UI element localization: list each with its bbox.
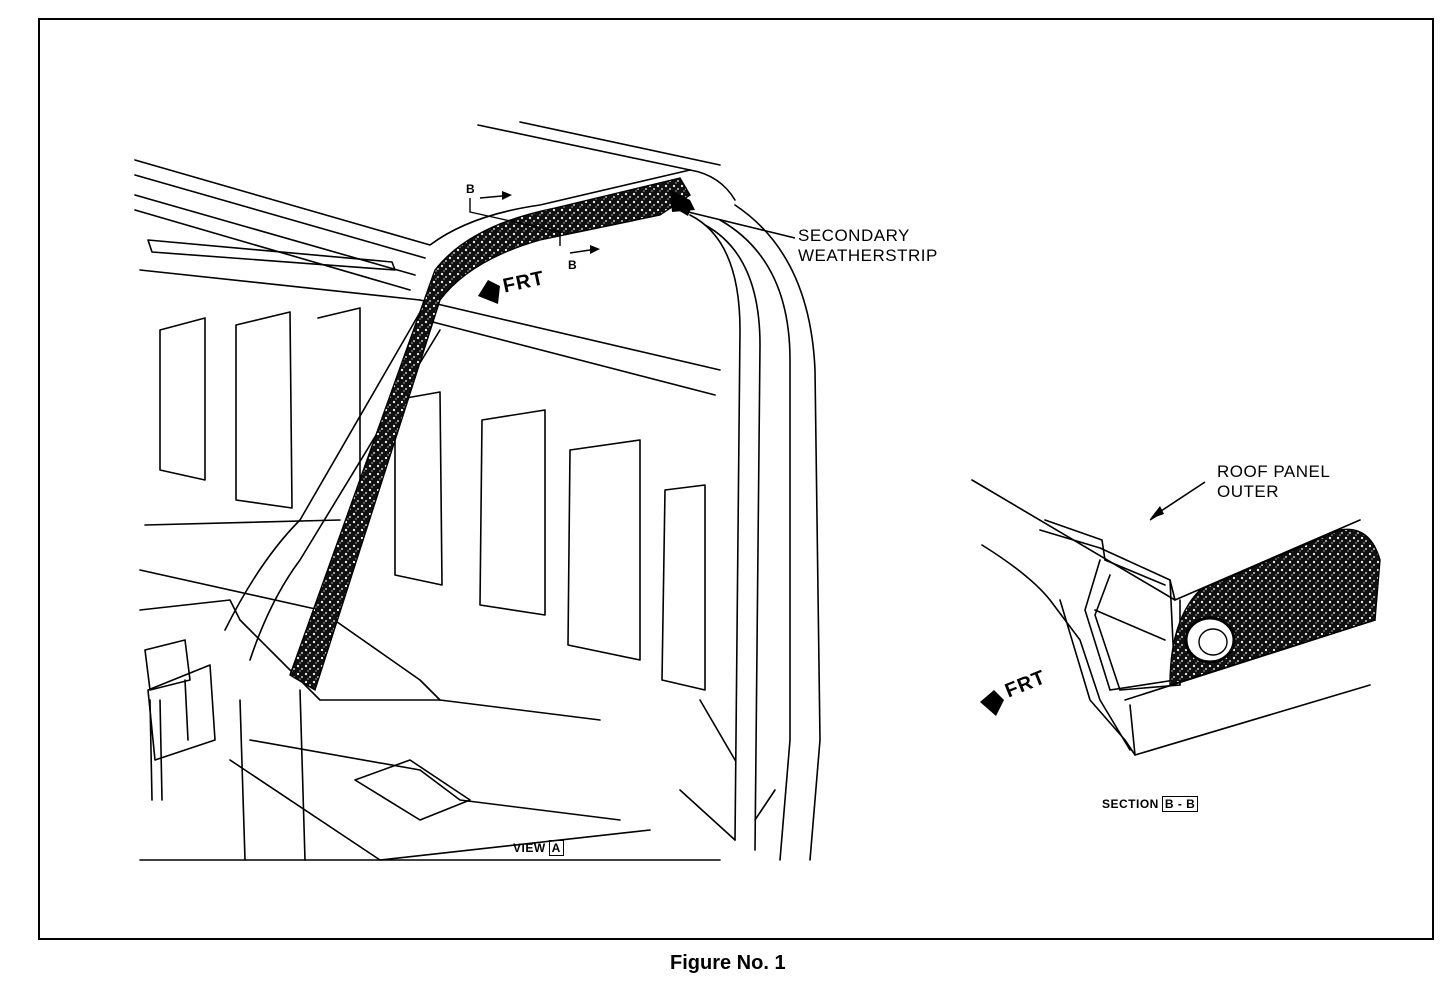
weatherstrip-bulb-hollow <box>1198 628 1228 656</box>
secondary-weatherstrip-seal <box>289 177 691 692</box>
section-arrow-top <box>502 191 512 200</box>
weatherstrip-end <box>670 190 695 212</box>
front-arrow-icon-section <box>980 690 1004 716</box>
secondary-weatherstrip-leader <box>679 209 796 239</box>
section-bb-drawing <box>971 479 1376 756</box>
secondary-label-line2: WEATHERSTRIP <box>798 246 938 265</box>
section-cut-marks <box>469 195 591 254</box>
view-a-drawing <box>134 121 821 861</box>
secondary-label-line1: SECONDARY <box>798 226 910 245</box>
section-marker-bottom: B <box>568 258 578 272</box>
roof-panel-outer-label: ROOF PANEL OUTER <box>1217 462 1330 502</box>
section-arrow-bottom <box>590 245 600 254</box>
view-label: VIEW <box>513 841 546 855</box>
section-id-box: B - B <box>1161 796 1199 812</box>
roof-label-line2: OUTER <box>1217 482 1279 501</box>
section-label: SECTION <box>1102 797 1159 811</box>
roof-panel-leader <box>1154 481 1206 516</box>
roof-leader-arrowhead <box>1150 506 1164 519</box>
view-id-box: A <box>548 840 564 856</box>
section-marker-top: B <box>466 182 476 196</box>
front-arrow-icon <box>478 280 500 304</box>
roof-label-line1: ROOF PANEL <box>1217 462 1331 481</box>
leader-arrowhead <box>676 206 692 216</box>
secondary-weatherstrip-label: SECONDARY WEATHERSTRIP <box>798 226 938 266</box>
figure-caption: Figure No. 1 <box>670 952 786 974</box>
